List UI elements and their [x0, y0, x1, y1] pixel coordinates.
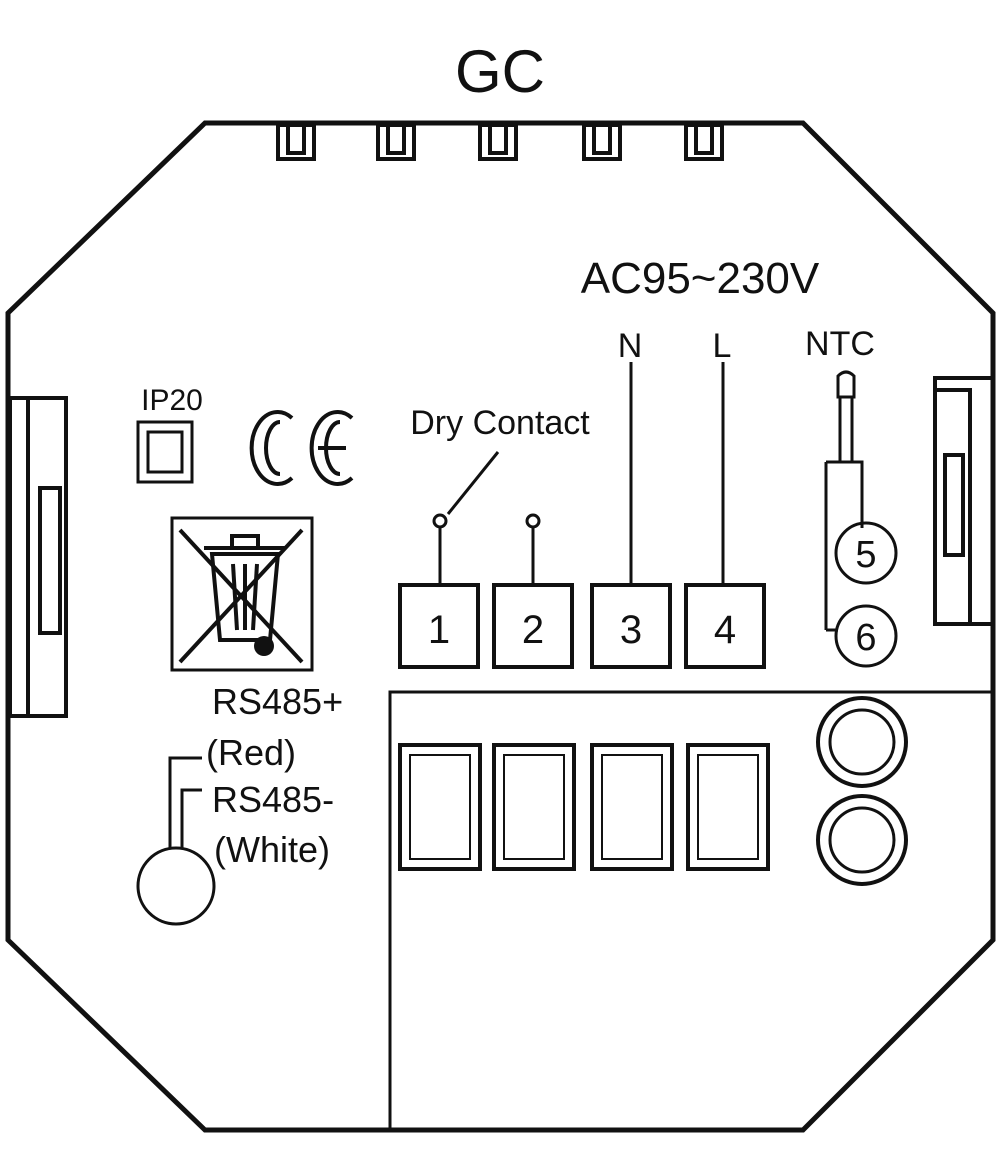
- terminal-4-label: 4: [714, 608, 736, 652]
- supply-voltage-label: AC95~230V: [581, 254, 820, 303]
- dry-contact-label: Dry Contact: [410, 404, 590, 442]
- ip-rating-label: IP20: [141, 384, 203, 417]
- terminal-3-label: 3: [620, 608, 642, 652]
- terminal-2-label: 2: [522, 608, 544, 652]
- ntc-terminal-6-label: 6: [855, 617, 876, 659]
- lower-section-outline: [388, 690, 993, 1128]
- dry-contact-switch: [432, 451, 541, 585]
- terminal-blocks: 1 2 3 4: [398, 583, 766, 669]
- top-clips: [276, 123, 724, 161]
- right-bracket: [933, 376, 995, 626]
- rs485-cable: [136, 756, 216, 926]
- ntc-terminal-5: [834, 521, 898, 585]
- terminal-1-label: 1: [428, 608, 450, 652]
- ip-rating-icon: [136, 420, 194, 484]
- terminal-1: [398, 583, 480, 669]
- terminal-2: [492, 583, 574, 669]
- terminal-4: [684, 583, 766, 669]
- ntc-terminal-6: [834, 604, 898, 668]
- weee-bin-icon: [170, 516, 314, 672]
- rs485-plus-label: RS485+: [212, 681, 343, 722]
- ntc-terminal-5-label: 5: [855, 534, 876, 576]
- terminal-3: [590, 583, 672, 669]
- neutral-label: N: [618, 327, 643, 365]
- lower-screw-holes: [816, 696, 908, 886]
- rs485-minus-color-label: (White): [214, 829, 330, 870]
- live-label: L: [713, 327, 732, 365]
- rs485-minus-label: RS485-: [212, 779, 334, 820]
- ce-mark-icon: [249, 410, 354, 486]
- model-title: GC: [455, 38, 545, 105]
- ntc-sensor-probe: [824, 370, 864, 632]
- device-outline: [5, 120, 996, 1133]
- ntc-label: NTC: [805, 325, 875, 363]
- left-bracket: [8, 396, 68, 718]
- lower-terminal-openings: [398, 743, 770, 871]
- rs485-plus-color-label: (Red): [206, 732, 296, 773]
